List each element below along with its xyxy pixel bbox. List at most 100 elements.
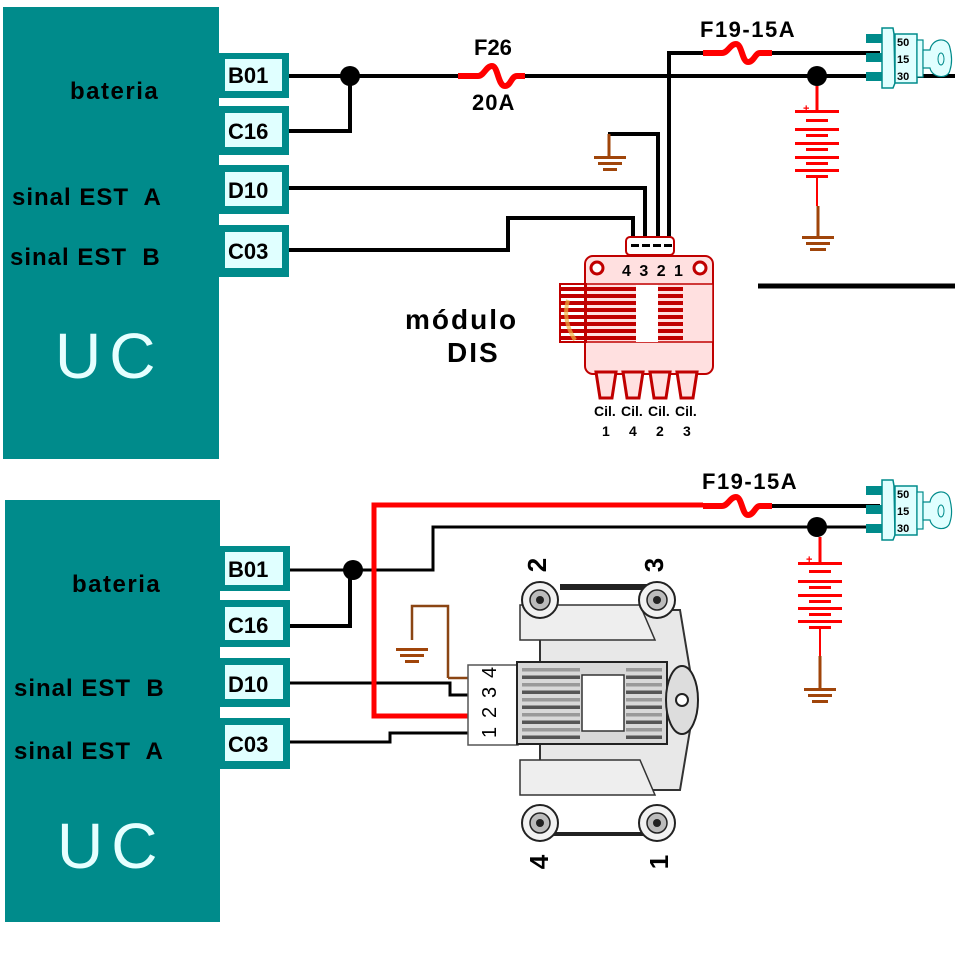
dis-coil-number: 1 bbox=[602, 423, 610, 439]
ecu-pin-c03-bottom: C03 bbox=[219, 718, 290, 769]
wire-c03-top bbox=[289, 216, 635, 252]
dis-coil-label: Cil. bbox=[675, 403, 697, 419]
svg-text:B01: B01 bbox=[228, 557, 268, 582]
fuse-f19-label-bottom: F19-15A bbox=[702, 469, 798, 494]
ground-dis-top bbox=[594, 134, 626, 171]
dis-title-line2: DIS bbox=[447, 337, 500, 368]
key-icon bbox=[922, 39, 953, 78]
dis-fin bbox=[560, 336, 636, 340]
coil-fin bbox=[522, 705, 580, 709]
ignition-switch-top[interactable]: 50 15 30 bbox=[866, 27, 953, 89]
dis-fin bbox=[658, 322, 683, 326]
dis-fin bbox=[658, 329, 683, 333]
coil-fin bbox=[626, 690, 662, 694]
coil-tower-number: 1 bbox=[644, 855, 674, 869]
svg-text:C16: C16 bbox=[228, 119, 268, 144]
ignition-switch-bottom[interactable]: 50 15 30 bbox=[866, 479, 953, 541]
dis-fin bbox=[560, 329, 636, 333]
ecu-pin-d10-bottom: D10 bbox=[219, 658, 290, 707]
wire-c16-top bbox=[289, 76, 352, 133]
key-icon bbox=[922, 491, 953, 530]
wire-ignition-top bbox=[667, 51, 703, 237]
dis-fin bbox=[560, 287, 636, 291]
dis-fin bbox=[658, 287, 683, 291]
coil-fin bbox=[522, 713, 580, 717]
coil-connector-pin: 1 bbox=[479, 727, 501, 738]
dis-coil-label: Cil. bbox=[594, 403, 616, 419]
battery-plus-top: + bbox=[803, 103, 809, 115]
coil-fin bbox=[626, 698, 662, 702]
bottom-diagram: bateria sinal EST B sinal EST A UC B01 C… bbox=[5, 469, 953, 922]
dis-fin bbox=[560, 294, 636, 298]
coil-fin bbox=[522, 698, 580, 702]
ecu-title-bottom: UC bbox=[57, 810, 165, 882]
dis-title-line1: módulo bbox=[405, 304, 518, 335]
coil-fin bbox=[626, 683, 662, 687]
dis-fin bbox=[560, 315, 636, 319]
wires-top bbox=[289, 51, 955, 289]
coil-fin bbox=[626, 735, 662, 739]
svg-text:C03: C03 bbox=[228, 239, 268, 264]
dis-coil-label: Cil. bbox=[648, 403, 670, 419]
dis-fin bbox=[658, 315, 683, 319]
ecu-pin-c16-top: C16 bbox=[219, 106, 289, 155]
coil-fin bbox=[522, 720, 580, 724]
dis-fin bbox=[560, 322, 636, 326]
coil-fin bbox=[522, 683, 580, 687]
ecu-pin-c16-bottom: C16 bbox=[219, 600, 290, 647]
svg-text:50: 50 bbox=[897, 489, 909, 501]
svg-text:C16: C16 bbox=[228, 613, 268, 638]
dis-fin bbox=[560, 308, 636, 312]
ecu-label-signal2-top: sinal EST B bbox=[10, 244, 161, 271]
dis-fin bbox=[658, 301, 683, 305]
dis-coil-output bbox=[648, 370, 672, 400]
wire-ground-coil-bottom bbox=[410, 604, 450, 678]
junction-node-bottom bbox=[343, 560, 363, 580]
ecu-block-top bbox=[3, 7, 219, 459]
svg-text:30: 30 bbox=[897, 71, 909, 83]
dis-fin bbox=[658, 294, 683, 298]
coil-fin bbox=[522, 690, 580, 694]
dis-coil-label: Cil. bbox=[621, 403, 643, 419]
ecu-label-battery-bottom: bateria bbox=[72, 571, 161, 598]
dis-module: 4 3 2 1 módulo DIS Cil. 1 Cil. 4 Cil. 2 Cil. 3 bbox=[405, 236, 714, 439]
junction-node-battery-top bbox=[807, 66, 827, 86]
coil-connector bbox=[467, 664, 519, 746]
dis-coil-number: 2 bbox=[656, 423, 664, 439]
ecu-block-bottom bbox=[5, 500, 220, 922]
top-diagram: bateria sinal EST A sinal EST B UC B01 C… bbox=[3, 7, 955, 459]
ecu-pin-c03-top: C03 bbox=[219, 225, 289, 277]
svg-text:15: 15 bbox=[897, 54, 909, 66]
svg-text:B01: B01 bbox=[228, 63, 268, 88]
dis-fin bbox=[560, 301, 636, 305]
wire-ground-dis-top bbox=[608, 132, 660, 237]
wire-d10-bottom bbox=[290, 681, 468, 697]
fuse-f19-label-top: F19-15A bbox=[700, 17, 796, 42]
dis-connector-pins: 4 3 2 1 bbox=[622, 263, 685, 280]
wire-d10-top bbox=[289, 186, 647, 237]
svg-text:50: 50 bbox=[897, 37, 909, 49]
dis-coil-number: 4 bbox=[629, 423, 637, 439]
coil-tower-number: 4 bbox=[524, 854, 554, 869]
wire-b01-bottom bbox=[290, 525, 880, 572]
dis-fin bbox=[658, 336, 683, 340]
dis-coil-output bbox=[675, 370, 699, 400]
battery-top: + bbox=[795, 86, 839, 206]
coil-connector-pin: 2 bbox=[479, 707, 501, 718]
dis-coil-number: 3 bbox=[683, 423, 691, 439]
svg-text:D10: D10 bbox=[228, 672, 268, 697]
dis-coil-output bbox=[621, 370, 645, 400]
svg-text:30: 30 bbox=[897, 523, 909, 535]
fuse-f19-top: F19-15A bbox=[700, 17, 796, 66]
ecu-pin-b01-bottom: B01 bbox=[219, 546, 290, 591]
ground-battery-bottom bbox=[804, 656, 836, 703]
junction-node-top bbox=[340, 66, 360, 86]
coil-fin bbox=[626, 713, 662, 717]
svg-text:15: 15 bbox=[897, 506, 909, 518]
wire-c03-bottom bbox=[290, 731, 468, 744]
ecu-pin-b01-top: B01 bbox=[219, 53, 289, 98]
svg-text:C03: C03 bbox=[228, 732, 268, 757]
coil-fin bbox=[626, 668, 662, 672]
